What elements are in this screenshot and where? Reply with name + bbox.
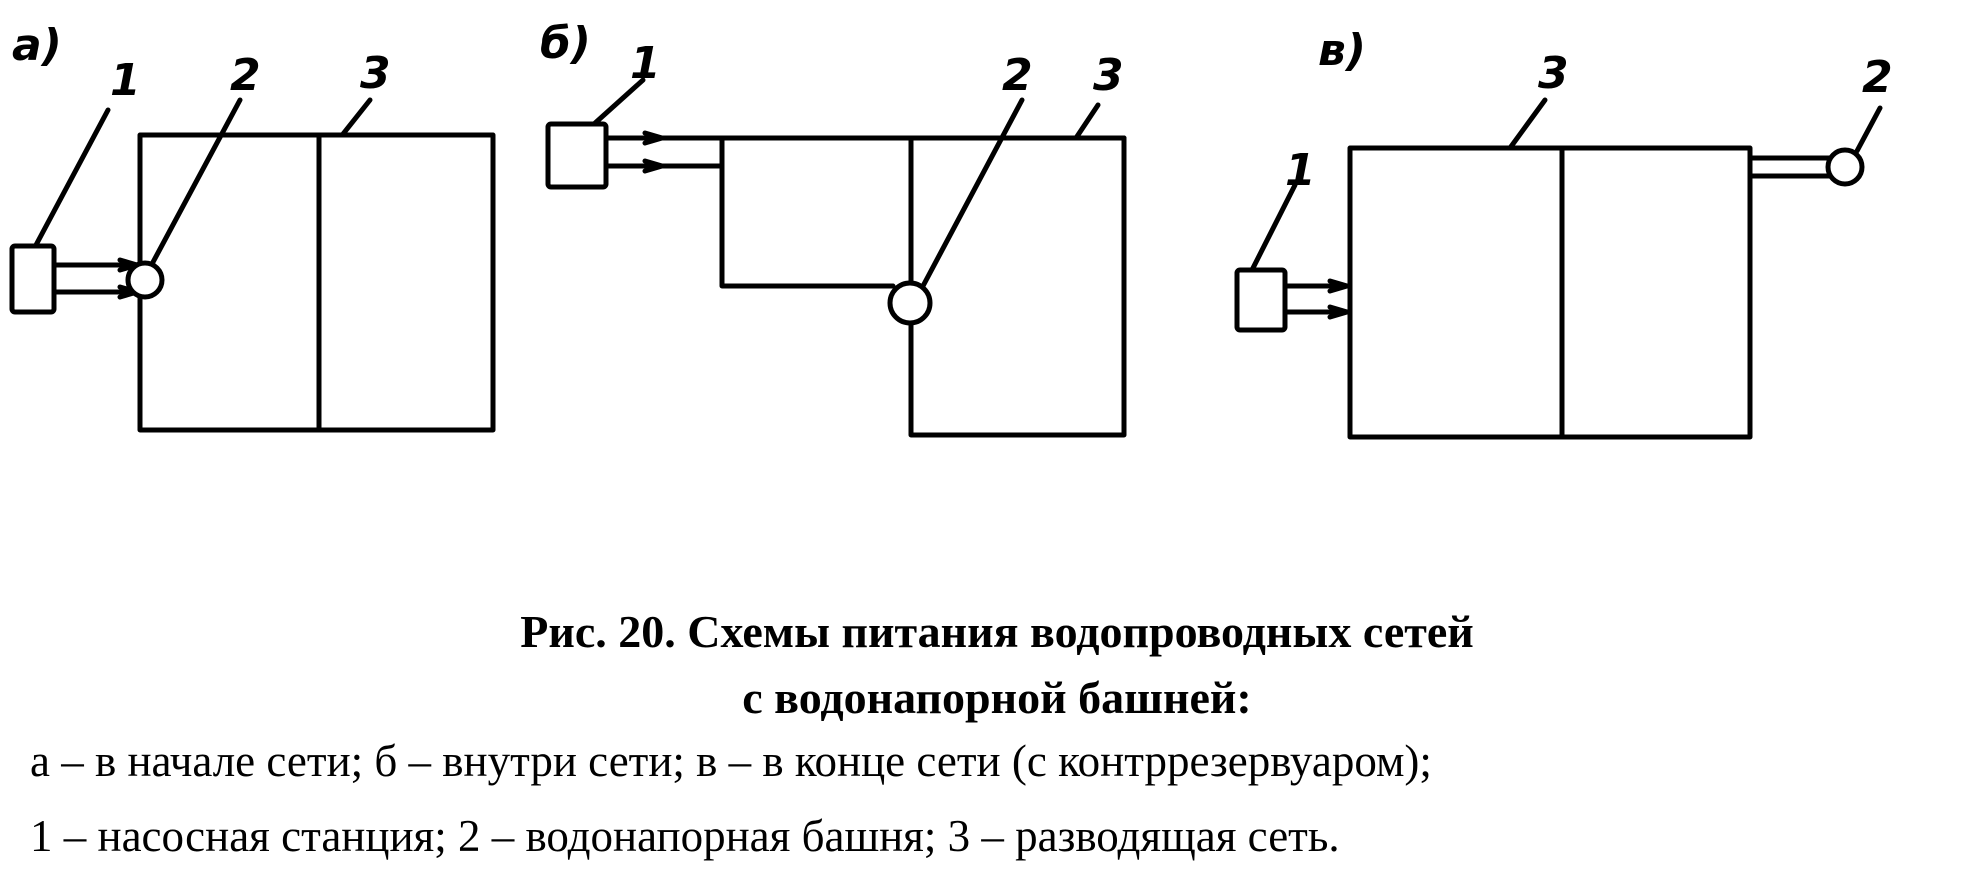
leader-line-1 (591, 77, 646, 127)
label-pump-station-b: 1 (630, 38, 661, 89)
label-network-a: 3 (360, 48, 391, 99)
pump-station-box (1234, 267, 1288, 333)
panel-label-a: а) (12, 20, 62, 71)
leader-line-3 (1507, 97, 1548, 151)
panel-label-b: б) (540, 18, 591, 69)
label-pump-station-a: 1 (110, 55, 141, 106)
water-tower-circle (125, 260, 165, 300)
leader-line-2 (1854, 105, 1883, 154)
diagram-b (545, 77, 1127, 438)
label-network-v: 3 (1538, 48, 1569, 99)
supply-pipe-arrow (51, 257, 141, 300)
pump-station-box (9, 243, 57, 315)
leader-line-3 (1073, 102, 1101, 141)
water-tower-circle (887, 280, 933, 326)
leader-line-2 (920, 97, 1025, 289)
counter-reservoir-pipe (1747, 155, 1833, 179)
water-tower-circle (1825, 147, 1865, 187)
caption-legend-components: 1 – насосная станция; 2 – водонапорная б… (30, 811, 1340, 861)
label-network-b: 3 (1093, 50, 1124, 101)
label-water-tower-b: 2 (1002, 50, 1033, 101)
label-pump-station-v: 1 (1285, 145, 1316, 196)
leader-line-2 (149, 97, 243, 267)
supply-pipe-arrow (1282, 278, 1351, 320)
pump-station-box (545, 121, 609, 190)
distribution-network-block (1347, 145, 1753, 440)
diagram-v (1234, 97, 1883, 440)
label-water-tower-v: 2 (1862, 52, 1893, 103)
panel-label-v: в) (1318, 25, 1366, 76)
leader-line-1 (33, 107, 111, 248)
label-water-tower-a: 2 (230, 50, 261, 101)
supply-pipe-arrow (603, 130, 1127, 174)
caption-title: Рис. 20. Схемы питания водопроводных сет… (520, 606, 1474, 657)
caption-legend-variants: а – в начале сети; б – внутри сети; в – … (30, 736, 1432, 786)
caption-subtitle: с водонапорной башней: (742, 672, 1252, 723)
leader-line-3 (340, 97, 373, 137)
leader-line-1 (1249, 182, 1298, 273)
diagram-a (9, 97, 496, 433)
